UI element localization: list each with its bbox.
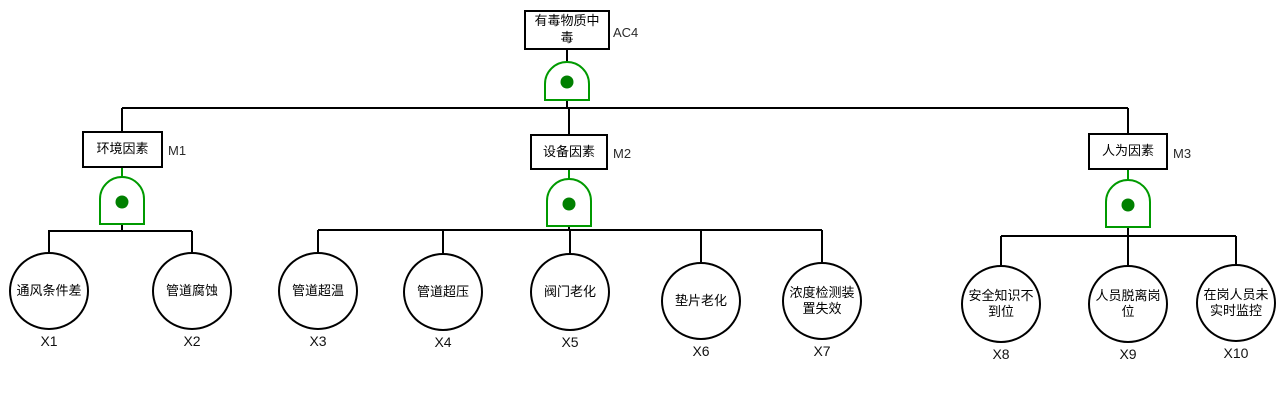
basic-event-text: 人员脱离岗位 bbox=[1095, 288, 1161, 319]
and-gate-dot bbox=[115, 195, 129, 209]
basic-event-x10[interactable]: 在岗人员未实时监控 bbox=[1196, 264, 1276, 342]
basic-event-text: 垫片老化 bbox=[674, 293, 727, 309]
wires bbox=[48, 50, 1237, 265]
basic-event-tag: X9 bbox=[1119, 346, 1137, 362]
basic-event-text: 通风条件差 bbox=[16, 283, 82, 299]
basic-event-x4[interactable]: 管道超压 bbox=[403, 253, 483, 331]
intermediate-event-tag: M3 bbox=[1173, 146, 1192, 161]
basic-event-tag: X3 bbox=[309, 333, 327, 349]
basic-event-text: 管道超温 bbox=[291, 283, 344, 299]
and-gate-top[interactable] bbox=[544, 61, 590, 101]
intermediate-event-tag: M2 bbox=[613, 146, 632, 161]
basic-event-x8[interactable]: 安全知识不到位 bbox=[961, 265, 1041, 343]
basic-event-x2[interactable]: 管道腐蚀 bbox=[152, 252, 232, 330]
basic-event-x5[interactable]: 阀门老化 bbox=[530, 253, 610, 331]
top-event-tag: AC4 bbox=[613, 25, 639, 40]
top-event-text: 有毒物质中毒 bbox=[534, 13, 600, 45]
intermediate-event-text: 环境因素 bbox=[96, 141, 149, 157]
basic-event-text: 安全知识不到位 bbox=[968, 288, 1034, 319]
intermediate-event-m2[interactable]: 设备因素 bbox=[530, 134, 608, 170]
basic-event-text: 浓度检测装置失效 bbox=[789, 285, 855, 316]
basic-event-tag: X7 bbox=[813, 343, 831, 359]
intermediate-event-m3[interactable]: 人为因素 bbox=[1088, 133, 1168, 170]
basic-event-text: 在岗人员未实时监控 bbox=[1203, 287, 1269, 318]
basic-event-tag: X5 bbox=[561, 334, 579, 350]
and-gate-dot bbox=[1121, 198, 1135, 212]
and-gate-m1[interactable] bbox=[99, 168, 145, 225]
intermediate-event-text: 设备因素 bbox=[542, 143, 595, 159]
basic-event-x3[interactable]: 管道超温 bbox=[278, 252, 358, 330]
basic-event-tag: X4 bbox=[434, 334, 452, 350]
intermediate-event-tag: M1 bbox=[168, 143, 187, 158]
basic-event-x6[interactable]: 垫片老化 bbox=[661, 262, 741, 340]
basic-event-tag: X8 bbox=[992, 346, 1010, 362]
basic-event-x9[interactable]: 人员脱离岗位 bbox=[1088, 265, 1168, 343]
basic-event-text: 管道腐蚀 bbox=[165, 283, 218, 299]
basic-event-text: 阀门老化 bbox=[543, 284, 596, 300]
top-event-box[interactable]: 有毒物质中毒 bbox=[524, 10, 610, 50]
intermediate-event-m1[interactable]: 环境因素 bbox=[82, 131, 163, 168]
basic-event-tag: X1 bbox=[40, 333, 58, 349]
intermediate-event-text: 人为因素 bbox=[1101, 143, 1154, 159]
and-gate-m3[interactable] bbox=[1105, 170, 1151, 228]
basic-event-x7[interactable]: 浓度检测装置失效 bbox=[782, 262, 862, 340]
basic-event-tag: X6 bbox=[692, 343, 710, 359]
and-gate-m2[interactable] bbox=[546, 170, 592, 227]
basic-event-text: 管道超压 bbox=[416, 284, 469, 300]
basic-event-tag: X10 bbox=[1223, 345, 1249, 361]
and-gate-dot bbox=[560, 75, 574, 89]
basic-event-tag: X2 bbox=[183, 333, 201, 349]
basic-event-x1[interactable]: 通风条件差 bbox=[9, 252, 89, 330]
and-gate-dot bbox=[562, 197, 576, 211]
